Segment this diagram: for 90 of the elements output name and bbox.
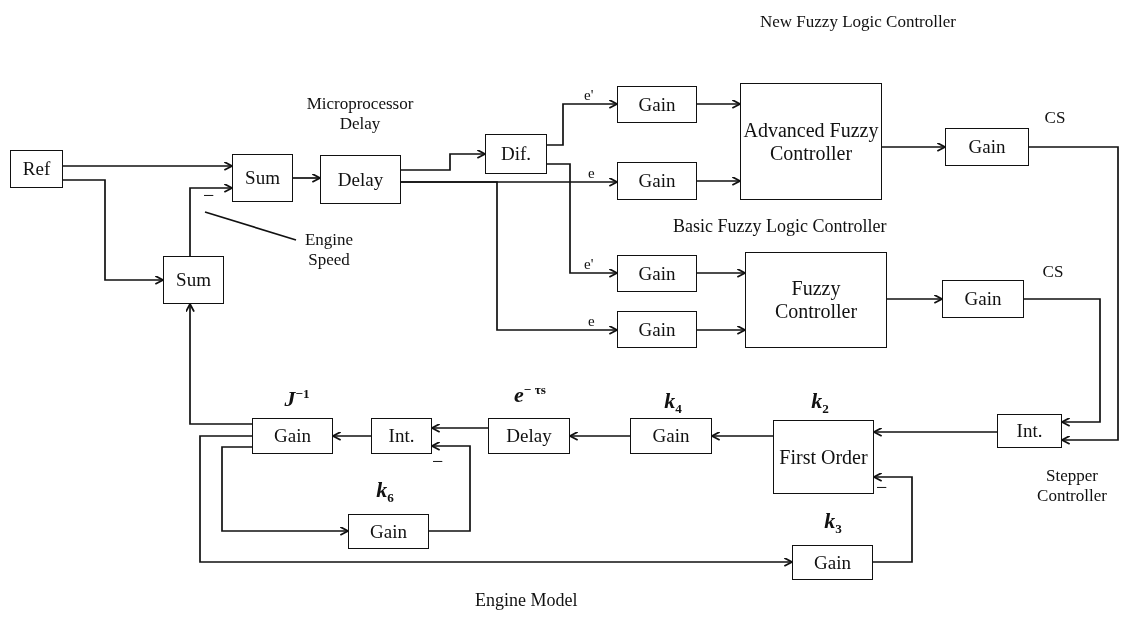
block-caption: Microprocessor Delay [305, 94, 415, 134]
edge-label: e' [584, 88, 594, 103]
gain-symbol: k$_{6}$ [375, 477, 395, 506]
block-box [945, 128, 1029, 166]
block-label: Gain [638, 262, 676, 285]
gain-symbol: e$^{− τs}$ [513, 382, 547, 408]
edge-label: e [588, 166, 595, 181]
block-label: Engine Speed [303, 230, 355, 270]
block-box [232, 154, 293, 202]
block-label: Delay [337, 168, 384, 191]
connector-arrow [546, 163, 618, 278]
connector-arrow [881, 142, 946, 152]
block-label: Int. [388, 425, 415, 447]
block-box [617, 162, 697, 200]
edge-label: e' [584, 257, 594, 272]
block-label: Gain [652, 425, 690, 447]
connector-arrow [696, 176, 741, 186]
connector-arrow [1023, 298, 1101, 427]
connector-arrow [696, 325, 746, 335]
block-label: Gain [638, 318, 676, 341]
block-box [485, 134, 547, 174]
block-box [997, 414, 1062, 448]
block-label: Sum [176, 269, 211, 291]
block-caption: CS [1041, 262, 1065, 282]
gain-symbol: k$_{3}$ [823, 508, 843, 537]
gain-symbol: k$_{4}$ [663, 388, 683, 417]
block-label: Gain [274, 425, 311, 447]
block-box [320, 155, 401, 204]
block-label: Gain [638, 170, 676, 192]
block-label: Gain [968, 136, 1006, 158]
block-box [942, 280, 1024, 318]
block-box [745, 252, 887, 348]
block-box [371, 418, 432, 454]
edge-label: e [588, 314, 595, 329]
connector-arrow [400, 149, 486, 171]
block-box [740, 83, 882, 200]
block-label: Gain [638, 93, 676, 116]
connector-arrow [431, 423, 489, 433]
section-title: Basic Fuzzy Logic Controller [673, 216, 887, 237]
minus-sign: − [203, 184, 215, 207]
connector-arrow [62, 161, 233, 171]
gain-symbol: J$^{−1}$ [283, 386, 311, 412]
block-label: Advanced Fuzzy Controller [743, 118, 879, 165]
block-caption: Stepper Controller [1036, 466, 1108, 506]
connector-arrow [873, 427, 998, 437]
block-box [617, 311, 697, 348]
block-label: Gain [814, 551, 851, 574]
block-label: Delay [506, 425, 552, 447]
block-box [630, 418, 712, 454]
block-box [773, 420, 874, 494]
block-box [488, 418, 570, 454]
connector-arrow [292, 173, 321, 183]
block-label: Gain [370, 520, 407, 543]
block-caption: CS [1043, 108, 1067, 128]
connector-arrow [332, 431, 372, 441]
gain-symbol: k$_{2}$ [810, 388, 830, 417]
connector-arrow [546, 99, 618, 146]
block-box [163, 256, 224, 304]
connector-arrow [221, 446, 349, 536]
block-box [10, 150, 63, 188]
block-label: Int. [1016, 420, 1043, 442]
block-label: Dif. [500, 143, 532, 165]
block-box [792, 545, 873, 580]
block-label: Gain [964, 288, 1002, 310]
block-box [617, 255, 697, 292]
block-label: First Order [779, 445, 868, 469]
block-label: Fuzzy Controller [773, 277, 859, 323]
section-title: New Fuzzy Logic Controller [760, 12, 956, 32]
connector-arrow [696, 268, 746, 278]
minus-sign: − [432, 450, 444, 473]
connector-arrow [189, 183, 233, 257]
connector-arrow [886, 294, 943, 304]
connector-arrow [400, 181, 618, 335]
block-label: Sum [245, 167, 280, 189]
block-box [348, 514, 429, 549]
connector-arrow [569, 431, 631, 441]
connector-arrow [1028, 146, 1119, 445]
connector-arrow [199, 435, 793, 567]
block-label: Ref [22, 158, 51, 180]
connector-arrow [185, 303, 253, 425]
leader-line [204, 211, 297, 241]
connector-arrow [696, 99, 741, 109]
connector-arrow [428, 441, 471, 532]
connector-arrow [62, 179, 164, 285]
block-box [252, 418, 333, 454]
connector-arrow [872, 472, 913, 563]
minus-sign: − [876, 476, 888, 499]
section-title: Engine Model [475, 590, 578, 611]
block-box [617, 86, 697, 123]
connector-arrow [711, 431, 774, 441]
